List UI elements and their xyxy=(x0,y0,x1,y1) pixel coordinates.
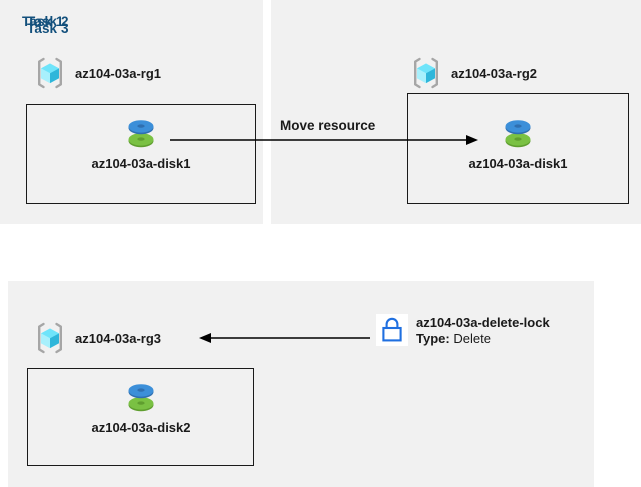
resource-group-label-task3: az104-03a-rg3 xyxy=(75,330,161,346)
task-title-task3: Task 3 xyxy=(27,21,69,36)
resource-group-label-task2: az104-03a-rg2 xyxy=(451,65,537,81)
resource-group-icon xyxy=(38,57,62,89)
move-resource-arrow xyxy=(170,135,478,145)
delete-lock-arrow xyxy=(199,333,370,343)
lock-icon-wrapper xyxy=(376,314,408,346)
disk-label-task3: az104-03a-disk2 xyxy=(91,420,191,435)
resource-group-task3: az104-03a-rg3 xyxy=(32,320,161,356)
resource-group-box-task1 xyxy=(26,104,256,204)
managed-disk-icon xyxy=(505,120,531,148)
lock-type-value: Delete xyxy=(453,331,491,347)
managed-disk-icon xyxy=(128,120,154,148)
lock-text-block: az104-03a-delete-lock Type: Delete xyxy=(416,314,550,348)
lock-type-key: Type: xyxy=(416,331,450,347)
resource-group-task2: az104-03a-rg2 xyxy=(408,55,537,91)
task-title-task1: Task 1 xyxy=(22,14,64,29)
disk-item-task3: az104-03a-disk2 xyxy=(81,376,201,435)
delete-lock-annotation: az104-03a-delete-lock Type: Delete xyxy=(376,314,550,348)
resource-group-box-task2 xyxy=(407,93,629,204)
move-resource-label: Move resource xyxy=(280,118,376,133)
disk-label-task1: az104-03a-disk1 xyxy=(91,156,191,171)
resource-group-task1: az104-03a-rg1 xyxy=(32,55,161,91)
disk-item-task1: az104-03a-disk1 xyxy=(81,112,201,171)
resource-group-box-task3 xyxy=(27,368,254,466)
lock-type-row: Type: Delete xyxy=(416,331,550,347)
task-title-task2: Task 2 xyxy=(27,14,69,29)
task-panel-task1 xyxy=(0,0,263,224)
resource-group-icon xyxy=(38,322,62,354)
lock-icon xyxy=(382,317,402,342)
lock-name-label: az104-03a-delete-lock xyxy=(416,315,550,330)
resource-group-icon xyxy=(414,57,438,89)
resource-group-label-task1: az104-03a-rg1 xyxy=(75,65,161,81)
task-panel-task2 xyxy=(271,0,641,224)
disk-label-task2: az104-03a-disk1 xyxy=(468,156,568,171)
managed-disk-icon xyxy=(128,384,154,412)
task-panel-task3 xyxy=(8,281,594,487)
disk-item-task2: az104-03a-disk1 xyxy=(458,112,578,171)
